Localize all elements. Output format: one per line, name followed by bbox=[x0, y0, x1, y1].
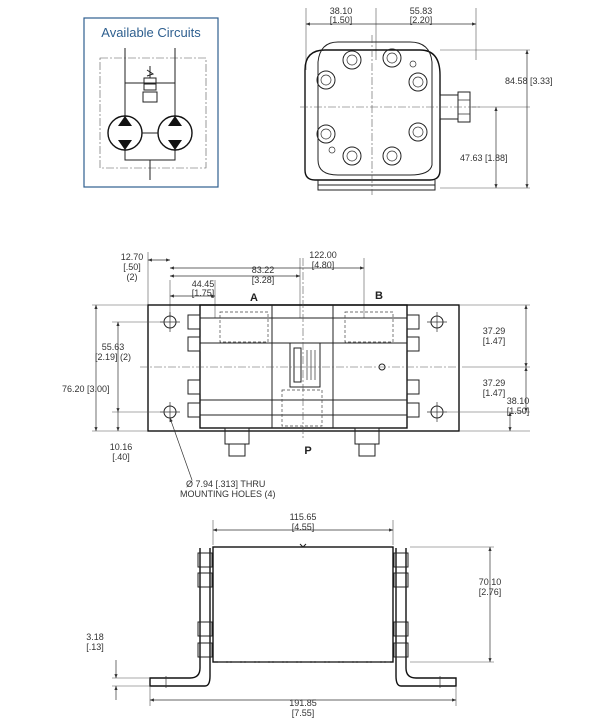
front-dim-a: 44.45 bbox=[192, 279, 215, 289]
valve-top-outline bbox=[304, 49, 441, 181]
side-dim-height: 70.10 bbox=[479, 577, 502, 587]
front-dim-bottom-in: [.40] bbox=[112, 452, 130, 462]
front-dim-v1-in: [2.19] (2) bbox=[95, 352, 131, 362]
front-view: 12.70 [.50] (2) 44.45 [1.75] 83.22 [3.28… bbox=[62, 250, 530, 499]
circuits-title: Available Circuits bbox=[101, 25, 201, 40]
right-bracket bbox=[395, 548, 457, 687]
front-dim-bottom: 10.16 bbox=[110, 442, 133, 452]
port-p-label: P bbox=[304, 445, 311, 457]
front-dim-b: 83.22 bbox=[252, 265, 275, 275]
hole-note-line2: MOUNTING HOLES (4) bbox=[180, 489, 276, 499]
hydraulic-circuit-symbol bbox=[99, 48, 207, 180]
side-dim-total-in: [7.55] bbox=[292, 708, 315, 718]
front-dim-edge: 12.70 bbox=[121, 252, 144, 262]
front-dim-r1: 37.29 bbox=[483, 326, 506, 336]
front-dim-c: 122.00 bbox=[309, 250, 337, 260]
side-dim-foot-in: [.13] bbox=[86, 642, 104, 652]
side-dim-height-in: [2.76] bbox=[479, 587, 502, 597]
side-valve-body bbox=[212, 546, 394, 663]
mounting-holes bbox=[160, 312, 447, 422]
side-dim-total: 191.85 bbox=[289, 698, 317, 708]
available-circuits-panel: Available Circuits bbox=[83, 17, 219, 188]
top-dim-left-in: [1.50] bbox=[330, 15, 353, 25]
front-dim-r2: 37.29 bbox=[483, 378, 506, 388]
front-dim-a-in: [1.75] bbox=[192, 288, 215, 298]
left-bracket bbox=[149, 548, 211, 687]
front-dim-r1-in: [1.47] bbox=[483, 336, 506, 346]
top-dim-height: 84.58 [3.33] bbox=[505, 76, 553, 86]
front-dim-r3: 38.10 bbox=[507, 396, 530, 406]
port-b-label: B bbox=[375, 290, 383, 302]
side-fittings bbox=[197, 552, 409, 658]
top-view: 38.10 [1.50] 55.83 [2.20] 84 bbox=[300, 6, 553, 195]
front-dim-v-total: 76.20 [3.00] bbox=[62, 384, 110, 394]
front-dim-r2-in: [1.47] bbox=[483, 388, 506, 398]
front-dim-v1: 55.63 bbox=[102, 342, 125, 352]
top-bolts bbox=[316, 48, 428, 166]
front-dim-b-in: [3.28] bbox=[252, 275, 275, 285]
top-dim-right-in: [2.20] bbox=[410, 15, 433, 25]
front-dim-edge-qty: (2) bbox=[127, 272, 138, 282]
side-dim-top: 115.65 bbox=[290, 512, 317, 522]
front-dim-r3-in: [1.50] bbox=[507, 406, 530, 416]
top-dim-right: 55.83 bbox=[410, 6, 433, 16]
front-dim-c-in: [4.80] bbox=[312, 260, 335, 270]
port-a-label: A bbox=[250, 292, 258, 304]
hole-note-line1: Ø 7.94 [.313] THRU bbox=[186, 479, 265, 489]
front-dim-edge-in: [.50] bbox=[123, 262, 141, 272]
front-fittings bbox=[187, 314, 420, 418]
side-dim-top-in: [4.55] bbox=[292, 522, 315, 532]
top-dim-lower: 47.63 [1.88] bbox=[460, 153, 508, 163]
front-base-plate bbox=[147, 304, 460, 432]
front-valve-body bbox=[199, 304, 408, 429]
top-dim-left: 38.10 bbox=[330, 6, 353, 16]
side-dim-foot: 3.18 bbox=[86, 632, 104, 642]
side-view: 115.65 [4.55] 70.10 [2.76] 3.18 [ bbox=[86, 512, 501, 718]
